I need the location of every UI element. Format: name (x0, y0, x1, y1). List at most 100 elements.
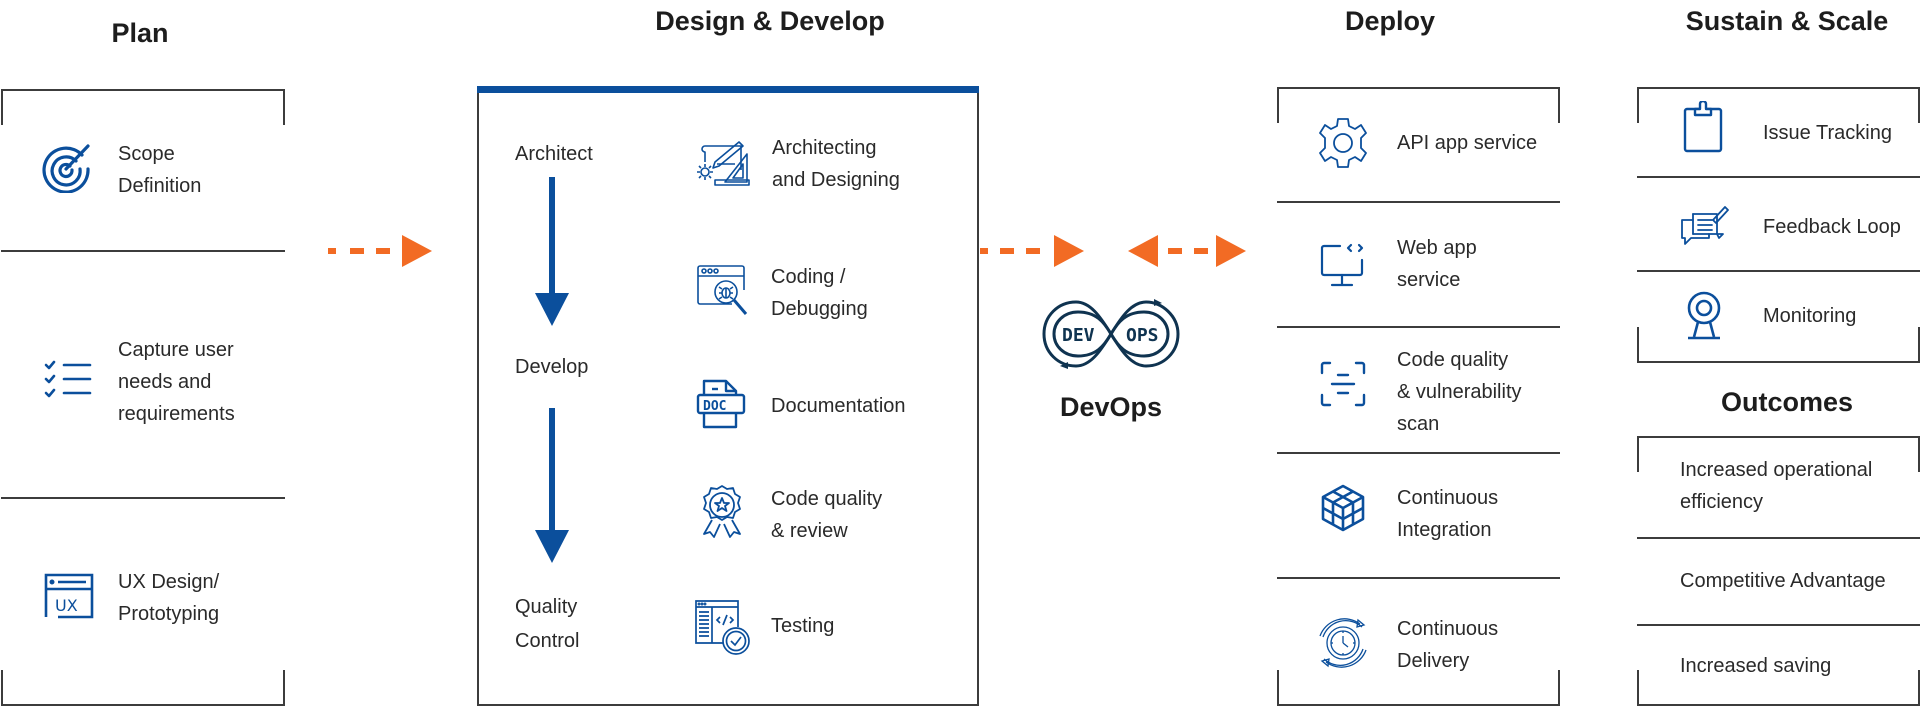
arrow-dash (980, 248, 988, 254)
checklist-icon (44, 360, 92, 402)
clipboard-icon (1683, 101, 1723, 153)
browser-bug-search-icon (696, 264, 750, 318)
down-arrow-icon (535, 408, 569, 563)
doc-file-icon: DOC (696, 379, 746, 429)
deploy-divider (1277, 452, 1560, 454)
design-item-label: Coding /Debugging (771, 266, 868, 320)
arrow-dash (376, 248, 390, 254)
sustain-box-top (1637, 87, 1920, 89)
down-arrow-icon (535, 177, 569, 326)
sustain-divider (1637, 176, 1920, 178)
arrow-dash (1194, 248, 1208, 254)
deploy-item-label: API app service (1397, 132, 1538, 154)
arrow-head (1216, 235, 1246, 267)
arrow-head (1054, 235, 1084, 267)
sustain-box-tick (1637, 87, 1639, 123)
arrow-head (402, 235, 432, 267)
stage-label-architect: Architect (515, 143, 593, 165)
flow-arrow-plan-to-design (328, 235, 432, 267)
svg-text:DOC: DOC (703, 399, 726, 414)
ux-window-icon: UX (44, 573, 94, 619)
deploy-box-bottom (1277, 704, 1560, 706)
design-item-label: Testing (771, 615, 835, 637)
outcomes-box-bottom (1637, 704, 1920, 706)
plan-box-tick (283, 89, 285, 125)
outcomes-box-tick (1637, 436, 1639, 472)
arrow-head (1128, 235, 1158, 267)
design-heading: Design & Develop (655, 6, 885, 36)
deploy-box-tick (1558, 670, 1560, 706)
deploy-divider (1277, 577, 1560, 579)
arrow-dash (350, 248, 364, 254)
arrow-dash (1026, 248, 1040, 254)
outcomes-divider (1637, 624, 1920, 626)
sustain-box-bottom (1637, 361, 1920, 363)
outcomes-divider (1637, 537, 1920, 539)
outcomes-heading: Outcomes (1720, 387, 1854, 417)
design-item-label: Code quality& review (771, 488, 883, 542)
plan-box-top (1, 89, 285, 91)
deploy-box-tick (1277, 670, 1279, 706)
flow-arrow-devops-deploy-bidirectional (1128, 235, 1246, 267)
svg-text:UX: UX (55, 596, 78, 615)
plan-heading: Plan (111, 18, 169, 48)
plan-divider (1, 497, 285, 499)
plan-item-label: UX Design/Prototyping (118, 571, 220, 625)
gear-icon (1318, 117, 1368, 169)
deploy-heading: Deploy (1344, 6, 1436, 36)
svg-text:DEV: DEV (1062, 325, 1095, 346)
outcomes-box-tick (1637, 670, 1639, 706)
stage-label-develop: Develop (515, 356, 589, 378)
outcomes-box-tick (1918, 436, 1920, 472)
feedback-chat-icon (1679, 204, 1729, 246)
outcomes-box-top (1637, 436, 1920, 438)
plan-box-tick (283, 670, 285, 706)
sustain-item-label: Feedback Loop (1763, 216, 1901, 238)
sustain-heading: Sustain & Scale (1685, 6, 1889, 36)
code-test-check-icon (694, 599, 752, 657)
sustain-divider (1637, 270, 1920, 272)
design-item-label: Documentation (771, 395, 906, 417)
flow-arrow-design-to-devops (980, 235, 1084, 267)
design-box (477, 86, 979, 706)
award-badge-icon (700, 484, 744, 538)
plan-box-tick (1, 670, 3, 706)
arrow-dash (1000, 248, 1014, 254)
deploy-box-tick (1277, 87, 1279, 123)
plan-box-bottom (1, 704, 285, 706)
arrow-dash (1168, 248, 1182, 254)
outcomes-box-tick (1918, 670, 1920, 706)
deploy-divider (1277, 326, 1560, 328)
scan-icon (1320, 361, 1366, 407)
cube-icon (1321, 484, 1365, 532)
devops-infinity-logo: DEV OPS (1040, 296, 1182, 372)
sustain-item-label: Issue Tracking (1763, 122, 1892, 144)
svg-text:OPS: OPS (1126, 325, 1159, 346)
monitor-code-icon (1320, 243, 1366, 289)
sustain-box-tick (1918, 327, 1920, 363)
clock-cycle-icon (1314, 614, 1372, 672)
blueprint-tools-icon (695, 140, 751, 186)
webcam-icon (1686, 291, 1722, 341)
sustain-box-tick (1637, 327, 1639, 363)
outcome-item-label: Increased saving (1680, 655, 1832, 677)
deploy-box-top (1277, 87, 1560, 89)
arrow-dash (328, 248, 336, 254)
plan-divider (1, 250, 285, 252)
outcome-item-label: Competitive Advantage (1680, 570, 1886, 592)
devops-label: DevOps (1059, 392, 1163, 422)
deploy-box-tick (1558, 87, 1560, 123)
plan-box-tick (1, 89, 3, 125)
deploy-divider (1277, 201, 1560, 203)
design-box-accent-bar (477, 86, 979, 93)
sustain-item-label: Monitoring (1763, 305, 1857, 327)
